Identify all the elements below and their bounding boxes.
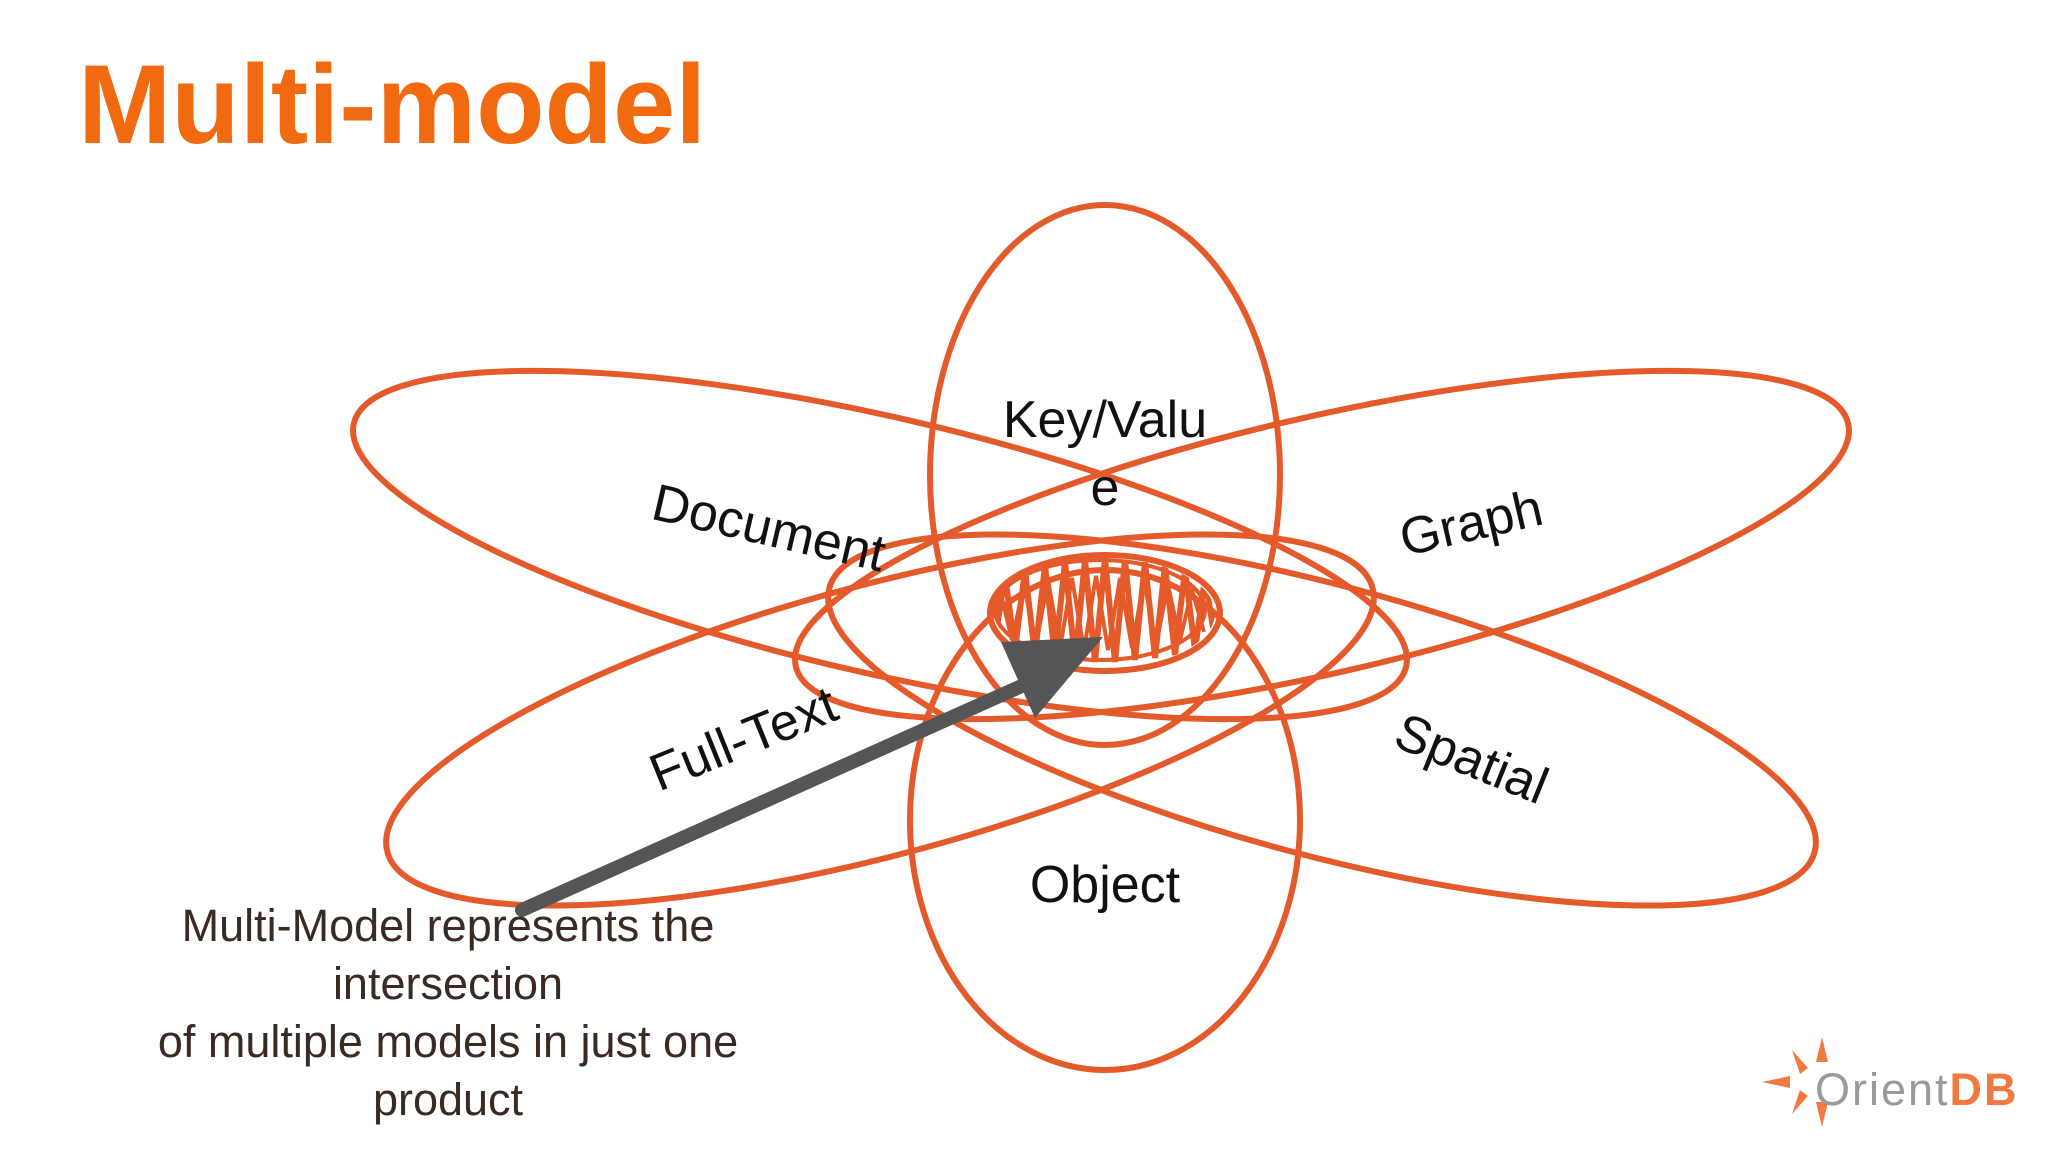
object-label: Object	[1030, 856, 1181, 914]
caption-line: Multi-Model represents the	[181, 900, 715, 951]
caption-line: of multiple models in just one	[157, 1016, 739, 1067]
key-value-label-continued: e	[1091, 459, 1120, 517]
object-ellipse	[907, 567, 1303, 1073]
document-ellipse	[350, 367, 1410, 723]
graph-ellipse	[792, 367, 1852, 723]
logo-name-db: DB	[1949, 1064, 2019, 1115]
key-value-ellipse	[927, 202, 1283, 748]
full-text-ellipse	[383, 531, 1377, 909]
caption-line: product	[372, 1074, 524, 1125]
spatial-label: Spatial	[1387, 703, 1556, 816]
graph-label: Graph	[1394, 479, 1548, 568]
scribbled-intersection-center-icon	[987, 552, 1223, 674]
caption-line: intersection	[332, 958, 564, 1009]
document-label: Document	[647, 474, 892, 584]
key-value-label: Key/Valu	[1003, 391, 1207, 449]
logo-name-orient: Orient	[1815, 1064, 1950, 1115]
arrow-pointing-to-center-icon	[515, 637, 1103, 917]
caption: Multi-Model represents the intersection …	[98, 897, 798, 1129]
spatial-ellipse	[825, 531, 1819, 909]
orientdb-logo-text: OrientDB	[1815, 1065, 2019, 1115]
orientdb-star-logo-icon	[1762, 1037, 1828, 1127]
page-title: Multi-model	[78, 42, 707, 167]
